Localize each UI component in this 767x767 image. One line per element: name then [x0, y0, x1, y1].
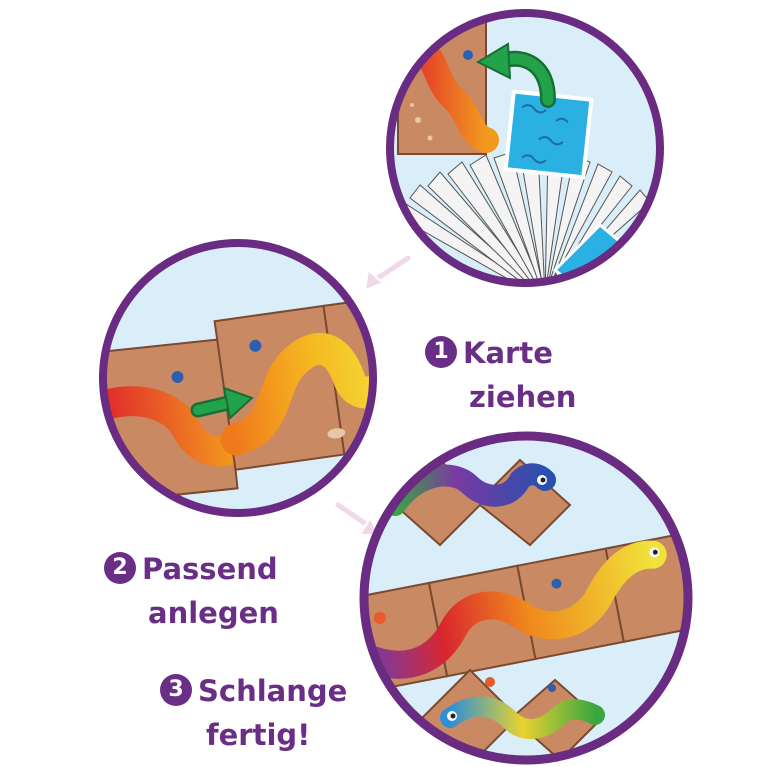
beetle-icon — [249, 339, 262, 352]
placed-cards — [213, 289, 373, 471]
beetle-icon — [463, 50, 473, 60]
step-text: Passend — [142, 552, 278, 586]
left-card — [103, 338, 249, 504]
step-text: ziehen — [469, 380, 577, 414]
step-number-badge: 3 — [160, 674, 192, 706]
curved-arrow-icon — [475, 42, 556, 108]
arrow-right-icon — [190, 386, 254, 420]
panel-ring — [386, 9, 664, 287]
step-text: Schlange — [198, 674, 348, 708]
step-text: anlegen — [148, 596, 279, 630]
step-number-badge: 1 — [425, 336, 457, 368]
flower-icon — [373, 611, 386, 624]
step-text: Karte — [463, 336, 553, 370]
panel-ring — [359, 431, 693, 765]
connector-arrow-icon — [363, 253, 413, 292]
step-text: fertig! — [206, 718, 311, 752]
panel-ring — [99, 239, 377, 517]
connector-arrow-icon — [333, 500, 382, 536]
blue-snake-tiles — [384, 458, 572, 547]
beetle-icon — [171, 370, 184, 383]
step-number-badge: 2 — [104, 552, 136, 584]
flower-icon — [485, 677, 495, 687]
panel-finished-snake — [359, 431, 693, 765]
green-snake-tiles — [418, 668, 605, 760]
panel-draw-card — [386, 9, 664, 287]
beetle-icon — [551, 578, 562, 589]
beetle-icon — [548, 684, 556, 692]
panel-place-card — [99, 239, 377, 517]
